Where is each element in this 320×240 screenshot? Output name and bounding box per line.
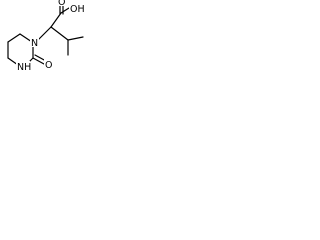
atom-oh-background — [69, 3, 83, 14]
atom-acid-o-background — [57, 0, 65, 6]
bond-ch-methyl-right — [67, 36, 84, 41]
atom-ring-o-label: O — [45, 60, 52, 71]
atom-label-layer: OH O N NH O — [16, 0, 85, 73]
atom-ring-nh-label: NH — [17, 62, 31, 73]
bond-ring-c-o-a — [32, 57, 45, 65]
atom-acid-o-label: O — [58, 0, 65, 8]
bond-ring-c-c-1 — [7, 33, 21, 43]
bond-alpha-ch — [50, 26, 69, 41]
atom-ring-o-background — [44, 59, 53, 69]
atom-oh-label: OH — [70, 4, 85, 15]
atom-ring-n-background — [30, 37, 39, 47]
bond-c-oh — [60, 7, 70, 14]
atom-ring-n-label: N — [31, 38, 38, 49]
bond-cooh-alpha — [50, 12, 62, 28]
molecule-structure-diagram: OH O N NH O — [7, 0, 85, 73]
atom-ring-nh-background — [16, 61, 30, 71]
